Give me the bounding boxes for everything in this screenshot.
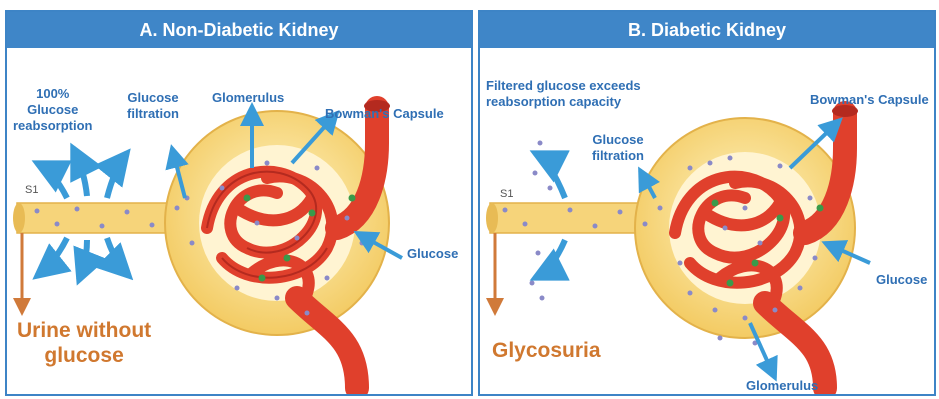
glucose-filtration-label: Glucose filtration bbox=[127, 90, 179, 122]
bowmans-capsule-label: Bowman's Capsule bbox=[810, 92, 929, 108]
panel-non-diabetic: A. Non-Diabetic Kidney bbox=[5, 10, 473, 396]
s1-label: S1 bbox=[25, 184, 38, 196]
panel-b-body: Filtered glucose exceeds reabsorption ca… bbox=[480, 48, 934, 394]
panel-b-title: B. Diabetic Kidney bbox=[480, 12, 934, 48]
glomerulus-label: Glomerulus bbox=[746, 378, 818, 394]
panel-diabetic: B. Diabetic Kidney bbox=[478, 10, 936, 396]
bowmans-capsule-label: Bowman's Capsule bbox=[325, 106, 444, 122]
outcome-label: Glycosuria bbox=[492, 338, 601, 363]
reabsorption-label: 100% Glucose reabsorption bbox=[13, 86, 92, 134]
tubule-end bbox=[486, 203, 498, 233]
glomerulus-label: Glomerulus bbox=[212, 90, 284, 106]
panel-a-body: 100% Glucose reabsorption Glucose filtra… bbox=[7, 48, 471, 394]
panel-a-title: A. Non-Diabetic Kidney bbox=[7, 12, 471, 48]
exceeds-capacity-label: Filtered glucose exceeds reabsorption ca… bbox=[486, 78, 641, 110]
tubule-end bbox=[13, 203, 25, 233]
s1-label: S1 bbox=[500, 188, 513, 200]
glucose-label: Glucose bbox=[876, 272, 927, 288]
glucose-label: Glucose bbox=[407, 246, 458, 262]
outcome-label: Urine without glucose bbox=[17, 318, 151, 368]
glucose-filtration-label: Glucose filtration bbox=[592, 132, 644, 164]
